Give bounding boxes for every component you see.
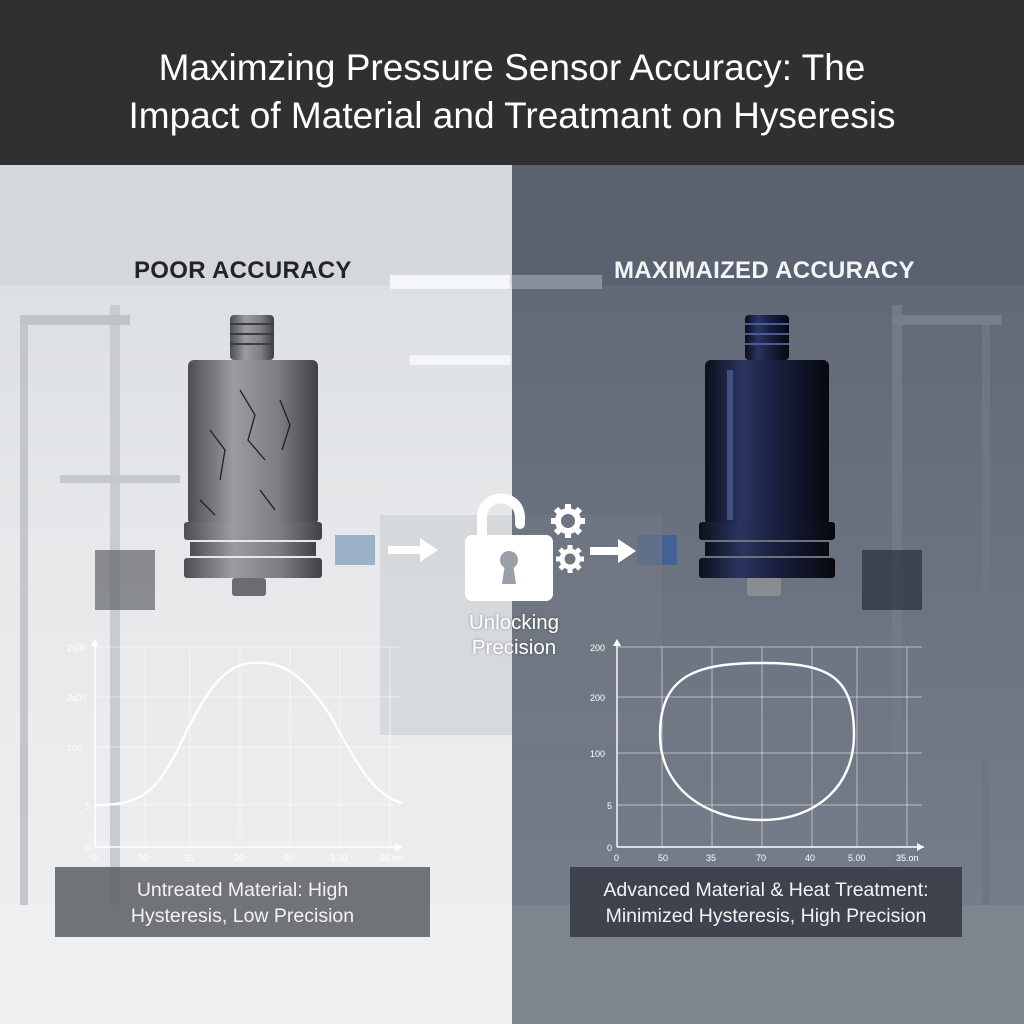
y-tick-label: 100 bbox=[590, 749, 605, 759]
caption-line: Untreated Material: High bbox=[136, 879, 349, 901]
caption-line: Minimized Hysteresis, High Precision bbox=[605, 905, 927, 927]
y-tick-label: 200 bbox=[590, 643, 605, 653]
x-tick-label: 3.00 bbox=[330, 853, 348, 863]
untreated-caption: Untreated Material: High Hysteresis, Low… bbox=[55, 867, 430, 937]
arrow-right-icon bbox=[590, 539, 636, 563]
maximized-accuracy-heading: MAXIMAIZED ACCURACY bbox=[614, 257, 915, 284]
x-tick-label: 40 bbox=[805, 853, 815, 863]
hysteresis-chart-low: 200 200 100 5 0 0 50 35 70 40 5.00 35.on bbox=[590, 639, 924, 863]
x-tick-label: 50 bbox=[138, 853, 148, 863]
label-line: Precision bbox=[471, 636, 557, 659]
unlocking-precision-label: Unlocking Precision bbox=[449, 610, 579, 660]
arrow-right-icon bbox=[388, 538, 438, 562]
caption-line: Hysteresis, Low Precision bbox=[130, 905, 355, 927]
title-line-2: Impact of Material and Treatmant on Hyse… bbox=[128, 95, 896, 136]
x-tick-label: 30 bbox=[234, 853, 244, 863]
gear-icon bbox=[551, 504, 585, 538]
right-panel: MAXIMAIZED ACCURACY bbox=[512, 165, 1024, 1024]
y-tick-label: 5 bbox=[85, 801, 90, 811]
untreated-sensor-image bbox=[184, 315, 322, 596]
x-tick-label: 35 bbox=[706, 853, 716, 863]
y-tick-label: 0 bbox=[607, 843, 612, 853]
x-tick-label: 35.on bbox=[380, 853, 403, 863]
y-tick-label: 5 bbox=[607, 801, 612, 811]
treated-caption: Advanced Material & Heat Treatment: Mini… bbox=[570, 867, 962, 937]
treated-sensor-image bbox=[699, 315, 835, 596]
hysteresis-chart-high: 2s00 2s00 100 5 0 0 50 35 30 30 3.00 35.… bbox=[67, 639, 403, 863]
lock-open-icon bbox=[465, 493, 553, 601]
x-tick-label: 50 bbox=[658, 853, 668, 863]
poor-accuracy-heading: POOR ACCURACY bbox=[134, 257, 352, 284]
title-line-1: Maximzing Pressure Sensor Accuracy: The bbox=[158, 47, 866, 88]
x-tick-label: 70 bbox=[756, 853, 766, 863]
y-tick-label: 2s00 bbox=[67, 643, 87, 653]
unlocking-precision-graphic bbox=[388, 493, 636, 601]
y-tick-label: 100 bbox=[67, 743, 82, 753]
x-tick-label: 0 bbox=[92, 853, 97, 863]
y-tick-label: 0 bbox=[85, 843, 90, 853]
label-line: Unlocking bbox=[468, 611, 560, 634]
y-tick-label: 200 bbox=[590, 693, 605, 703]
x-tick-label: 5.00 bbox=[848, 853, 866, 863]
gear-icon bbox=[556, 545, 584, 573]
x-tick-label: 30 bbox=[284, 853, 294, 863]
x-tick-label: 0 bbox=[614, 853, 619, 863]
title-bar: Maximzing Pressure Sensor Accuracy: The … bbox=[0, 0, 1024, 165]
y-tick-label: 2s00 bbox=[67, 693, 87, 703]
caption-line: Advanced Material & Heat Treatment: bbox=[603, 879, 929, 901]
x-tick-label: 35.on bbox=[896, 853, 919, 863]
x-tick-label: 35 bbox=[184, 853, 194, 863]
